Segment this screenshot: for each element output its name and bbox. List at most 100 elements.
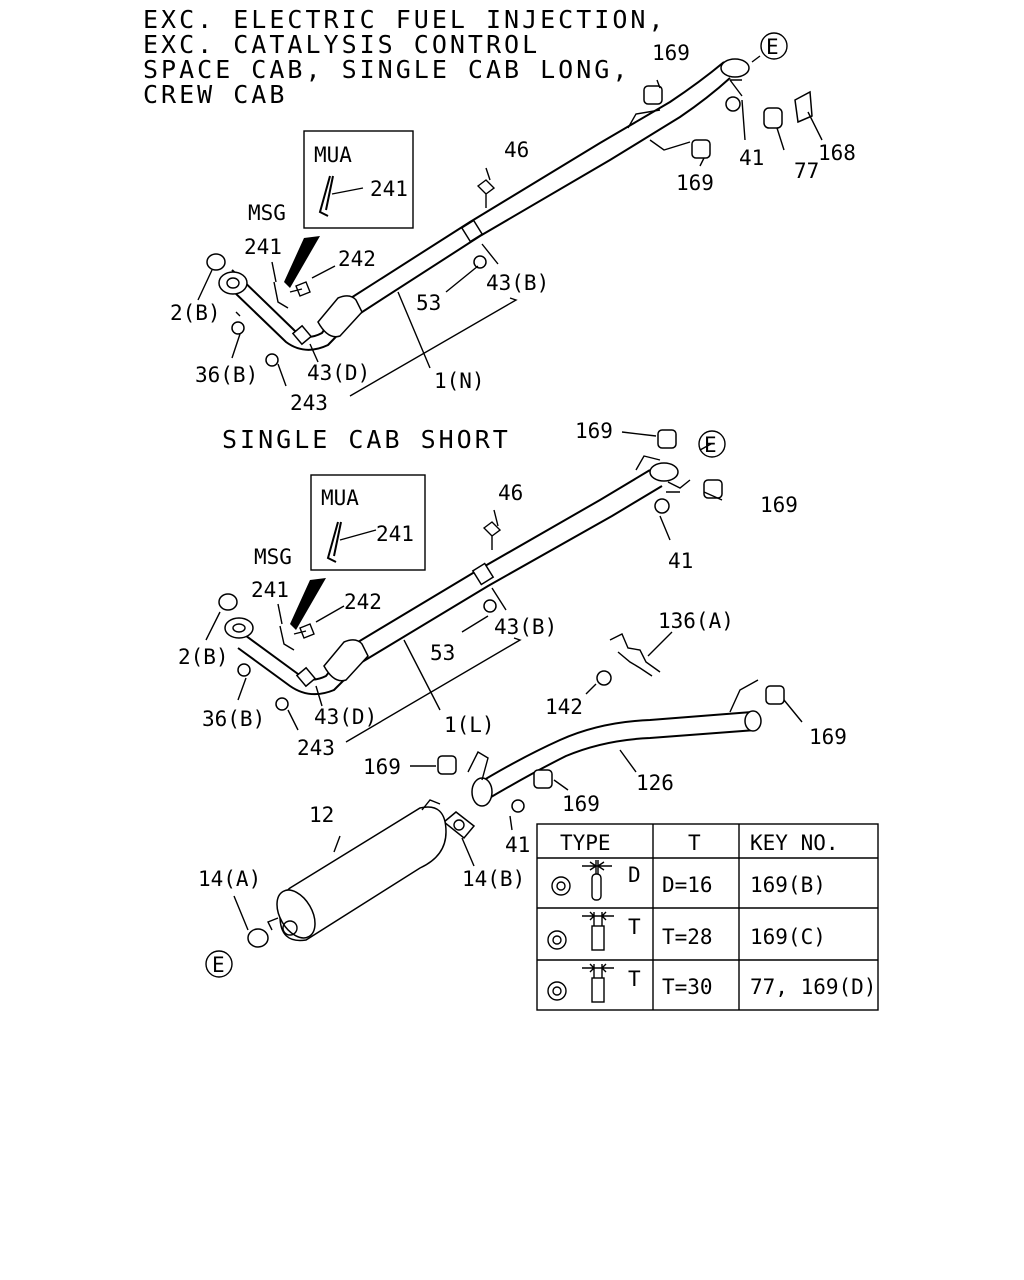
- upper-mount-77: [763, 107, 783, 129]
- upper-mua-label: MUA: [314, 143, 352, 167]
- lower-flange-rear: [649, 462, 679, 482]
- lower-label-1l: 1(L): [444, 713, 495, 737]
- lower-nut-53: [483, 599, 497, 613]
- upper-msg-pointer: [284, 236, 320, 288]
- lower-label-43b: 43(B): [494, 615, 557, 639]
- upper-ref-e-circle: [760, 32, 788, 60]
- lower-label-243: 243: [297, 736, 335, 760]
- type-icon-row2: [547, 930, 567, 950]
- lower-tail-hook: [467, 751, 489, 781]
- upper-label-53: 53: [416, 291, 441, 315]
- upper-label-46: 46: [504, 138, 529, 162]
- lower-mount-169d: [533, 769, 553, 789]
- lower-leader-lines: [205, 431, 803, 931]
- upper-label-168: 168: [818, 141, 856, 165]
- lower-mua-box: [310, 474, 426, 571]
- upper-label-41: 41: [739, 146, 764, 170]
- upper-gasket-2b: [206, 253, 226, 271]
- table-header-t: T: [688, 831, 701, 855]
- upper-mua-box: [303, 130, 414, 229]
- lower-label-169a: 169: [575, 419, 613, 443]
- dim-label-row3: T: [628, 967, 641, 991]
- lower-label-242: 242: [344, 590, 382, 614]
- lower-converter-body: [323, 639, 369, 682]
- key-no-row2: 169(C): [750, 925, 826, 949]
- heading-line-4: CREW CAB: [143, 80, 287, 109]
- lower-mount-169a: [657, 429, 677, 449]
- upper-nut-53: [473, 255, 487, 269]
- lower-tail-pipe-end: [744, 710, 762, 732]
- lower-ref-e: E: [704, 433, 717, 457]
- lower-clamp-43d: [295, 666, 317, 688]
- key-no-row3: 77, 169(D): [750, 975, 876, 999]
- lower-label-41b: 41: [505, 833, 530, 857]
- t-value-row2: T=28: [662, 925, 713, 949]
- lower-bracket-136a: [609, 633, 661, 677]
- lower-label-142: 142: [545, 695, 583, 719]
- lower-label-241: 241: [251, 578, 289, 602]
- table-header-type: TYPE: [560, 831, 611, 855]
- lower-mua-pin: [326, 521, 342, 563]
- upper-converter-body: [317, 295, 363, 338]
- upper-label-241-box: 241: [370, 177, 408, 201]
- upper-label-169a: 169: [652, 41, 690, 65]
- lower-nut-41b: [511, 799, 525, 813]
- dim-label-row1: D: [628, 863, 641, 887]
- lower-bolt-46: [482, 521, 502, 550]
- lower-label-169b: 169: [760, 493, 798, 517]
- dim-icon-row2: [591, 925, 605, 951]
- lower-tail-flange: [471, 777, 493, 807]
- upper-leader-lines: [197, 55, 823, 397]
- upper-nut-41: [725, 96, 741, 112]
- lower-label-12: 12: [309, 803, 334, 827]
- lower-bolt-142: [596, 670, 612, 686]
- heading-line-2: EXC. CATALYSIS CONTROL: [143, 30, 540, 59]
- lower-label-2b: 2(B): [178, 645, 229, 669]
- lower-clamp-43b: [471, 562, 495, 586]
- lower-label-46: 46: [498, 481, 523, 505]
- upper-clamp-43d: [291, 324, 313, 346]
- lower-msg-label: MSG: [254, 545, 292, 569]
- upper-label-77: 77: [794, 159, 819, 183]
- lower-label-14b: 14(B): [462, 867, 525, 891]
- upper-bolt-46: [476, 179, 496, 208]
- heading-line-3: SPACE CAB, SINGLE CAB LONG,: [143, 55, 630, 84]
- upper-bolt-242: [289, 281, 311, 297]
- upper-label-36b: 36(B): [195, 363, 258, 387]
- lower-gasket-14a: [247, 928, 269, 948]
- lower-label-36b: 36(B): [202, 707, 265, 731]
- lower-label-136a: 136(A): [658, 609, 734, 633]
- lower-label-14a: 14(A): [198, 867, 261, 891]
- upper-label-1n: 1(N): [434, 369, 485, 393]
- lower-bolt-242: [293, 623, 315, 639]
- upper-ref-e: E: [766, 35, 779, 59]
- upper-label-43b: 43(B): [486, 271, 549, 295]
- lower-gasket-14b: [442, 811, 476, 840]
- upper-label-2b: 2(B): [170, 301, 221, 325]
- lower-nut-41: [654, 498, 670, 514]
- upper-label-242: 242: [338, 247, 376, 271]
- lower-ref-e-circle: [698, 430, 726, 458]
- lower-label-169c: 169: [363, 755, 401, 779]
- lower-msg-pointer: [290, 578, 326, 630]
- lower-label-169d: 169: [562, 792, 600, 816]
- dim-icon-row3: [591, 977, 605, 1003]
- t-value-row1: D=16: [662, 873, 713, 897]
- upper-clamp-43b: [460, 219, 484, 243]
- upper-label-43d: 43(D): [307, 361, 370, 385]
- upper-mount-169b: [691, 139, 711, 159]
- lower-label-41: 41: [668, 549, 693, 573]
- lower-nut-36b: [237, 663, 251, 677]
- lower-tail-hanger: [729, 679, 759, 713]
- muffler-ref-e-circle: [205, 950, 233, 978]
- table-header-key-no: KEY NO.: [750, 831, 839, 855]
- type-icon-row3: [547, 981, 567, 1001]
- lower-assembly: 169 E 169 41 46 MUA 241 MSG 241 242 2(B)…: [178, 419, 847, 978]
- lower-muffler-end: [276, 889, 316, 939]
- heading-line-1: EXC. ELECTRIC FUEL INJECTION,: [143, 5, 667, 34]
- section-title-single-cab-short: SINGLE CAB SHORT: [222, 425, 511, 454]
- lower-label-126: 126: [636, 771, 674, 795]
- lower-hanger-rod: [635, 455, 691, 489]
- upper-nut-36b: [231, 321, 245, 335]
